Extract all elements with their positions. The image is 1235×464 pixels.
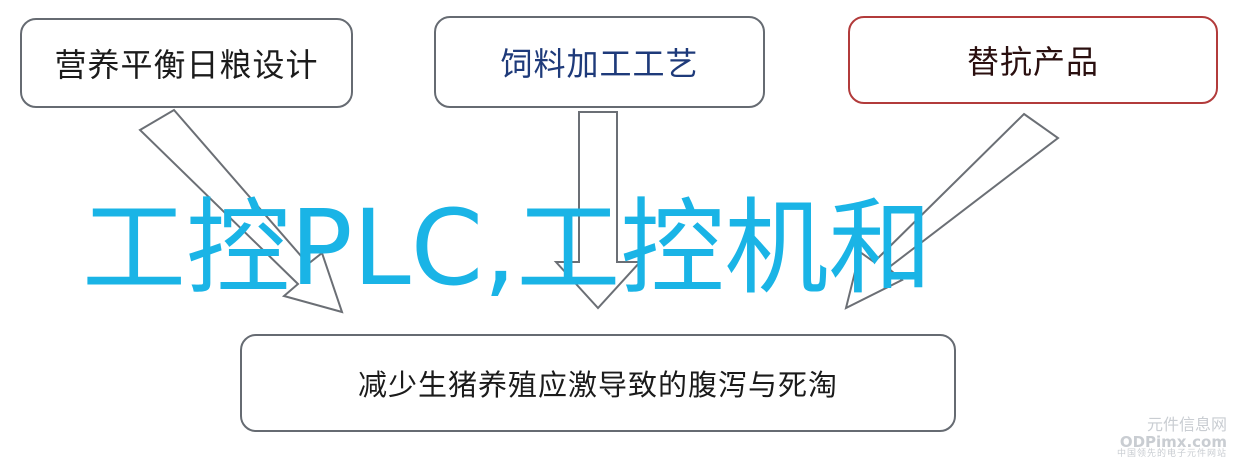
- watermark: 元件信息网 ODPimx.com 中国领先的电子元件网站: [1117, 416, 1227, 460]
- overlay-title: 工控PLC,工控机和: [82, 187, 933, 309]
- watermark-line2: ODPimx.com: [1119, 432, 1227, 451]
- watermark-line3: 中国领先的电子元件网站: [1116, 449, 1227, 460]
- box-outcome-label: 减少生猪养殖应激导致的腹泻与死淘: [357, 368, 838, 402]
- arrow-left-diagonal: [138, 108, 344, 314]
- box-nutrition-diet-design: 营养平衡日粮设计: [20, 18, 353, 108]
- arrow-right-diagonal: [844, 112, 1060, 310]
- arrow-middle-vertical: [553, 111, 643, 310]
- box-antibiotic-alternatives-label: 替抗产品: [966, 43, 1099, 81]
- box-outcome: 减少生猪养殖应激导致的腹泻与死淘: [240, 334, 956, 432]
- box-antibiotic-alternatives: 替抗产品: [848, 16, 1218, 104]
- watermark-line1: 元件信息网: [1146, 415, 1227, 435]
- box-nutrition-diet-design-label: 营养平衡日粮设计: [54, 46, 319, 84]
- box-feed-processing: 饲料加工工艺: [434, 16, 765, 108]
- box-feed-processing-label: 饲料加工工艺: [500, 45, 699, 83]
